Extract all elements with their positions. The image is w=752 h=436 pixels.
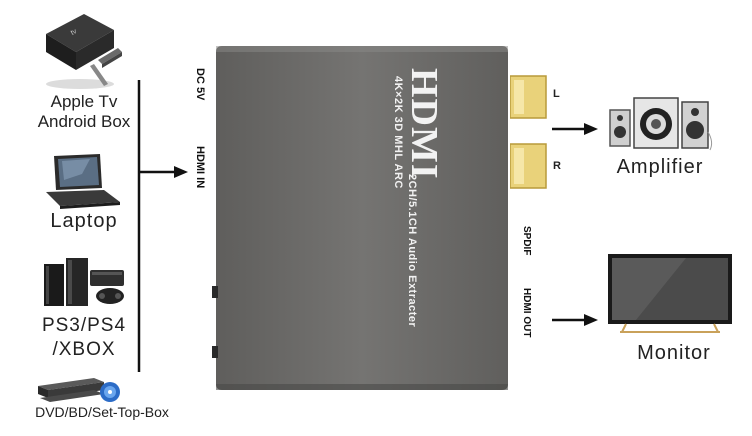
amplifier-label: Amplifier (616, 156, 704, 178)
device-spec: 4K×2K 3D MHL ARC (392, 76, 404, 189)
monitor-label: Monitor (637, 342, 711, 364)
laptop-label: Laptop (50, 210, 118, 232)
apple-tv-label: Apple Tv (50, 92, 118, 111)
device-subtitle: 2CH/5.1CH Audio Extracter (406, 174, 418, 328)
apple-tv-icon: tv (46, 14, 122, 89)
monitor-arrow-head (584, 314, 598, 326)
hdmi-in-label: HDMI IN (194, 146, 206, 189)
xbox-label: /XBOX (52, 339, 116, 360)
amplifier-arrow-head (584, 123, 598, 135)
rca-connectors (510, 75, 547, 189)
game-console-icon (44, 258, 124, 306)
dc-5v-label: DC 5V (194, 68, 206, 101)
device-brand: HDMI (403, 68, 445, 180)
audio-extractor-device (212, 46, 508, 390)
spdif-label: SPDIF (521, 226, 532, 256)
input-arrow-head (174, 166, 188, 178)
dvd-player-icon (38, 378, 120, 402)
android-box-label: Android Box (37, 112, 131, 131)
laptop-icon (46, 154, 120, 209)
hdmi-out-label: HDMI OUT (521, 288, 532, 338)
monitor-tv-icon (608, 254, 732, 333)
amplifier-speaker-icon (609, 97, 713, 151)
dvd-label: DVD/BD/Set-Top-Box (35, 404, 169, 420)
rca-right-label: R (553, 160, 561, 172)
svg-text:tv: tv (70, 28, 78, 37)
ps3-ps4-label: PS3/PS4 (41, 315, 127, 336)
rca-left-label: L (553, 88, 560, 100)
